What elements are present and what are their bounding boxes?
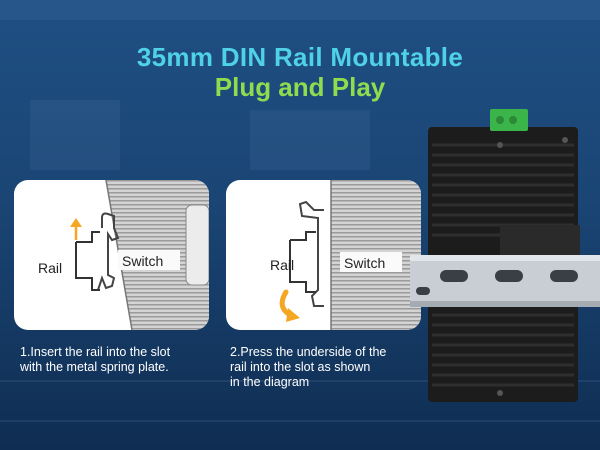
step-2-caption: 2.Press the underside of the rail into t… [230,345,430,390]
background-rack [30,100,120,170]
page-subtitle: Plug and Play [214,72,386,102]
industrial-switch-image [410,109,600,402]
caption-line: 1.Insert the rail into the slot [20,345,171,359]
caption-line: rail into the slot as shown [230,360,371,374]
step-1-illustration [70,180,209,330]
rail-profile [289,231,316,293]
rail-label: Rail [270,257,295,273]
rail-label: Rail [38,260,63,276]
background-line [0,420,600,422]
step-1-diagram: Rail Switch [14,180,209,330]
caption-line: with the metal spring plate. [20,360,169,374]
background-ceiling [0,0,600,20]
step-2-illustration [279,180,421,330]
spring-clip [97,212,120,291]
power-terminal [490,109,528,131]
caption-line: in the diagram [230,375,310,389]
switch-label: Switch [344,255,386,271]
switch-label: Switch [122,253,164,269]
arrow-up-icon [70,218,82,240]
din-rail [410,255,600,307]
background-rack [250,110,370,170]
page-title: 35mm DIN Rail Mountable [136,42,464,72]
background-line [0,380,600,382]
step-2-diagram: Rail Switch [226,180,421,330]
spring-clip [298,200,324,307]
step-1-caption: 1.Insert the rail into the slot with the… [20,345,220,375]
curved-arrow-icon [279,289,300,322]
rail-profile [75,231,100,291]
caption-line: 2.Press the underside of the [230,345,387,359]
